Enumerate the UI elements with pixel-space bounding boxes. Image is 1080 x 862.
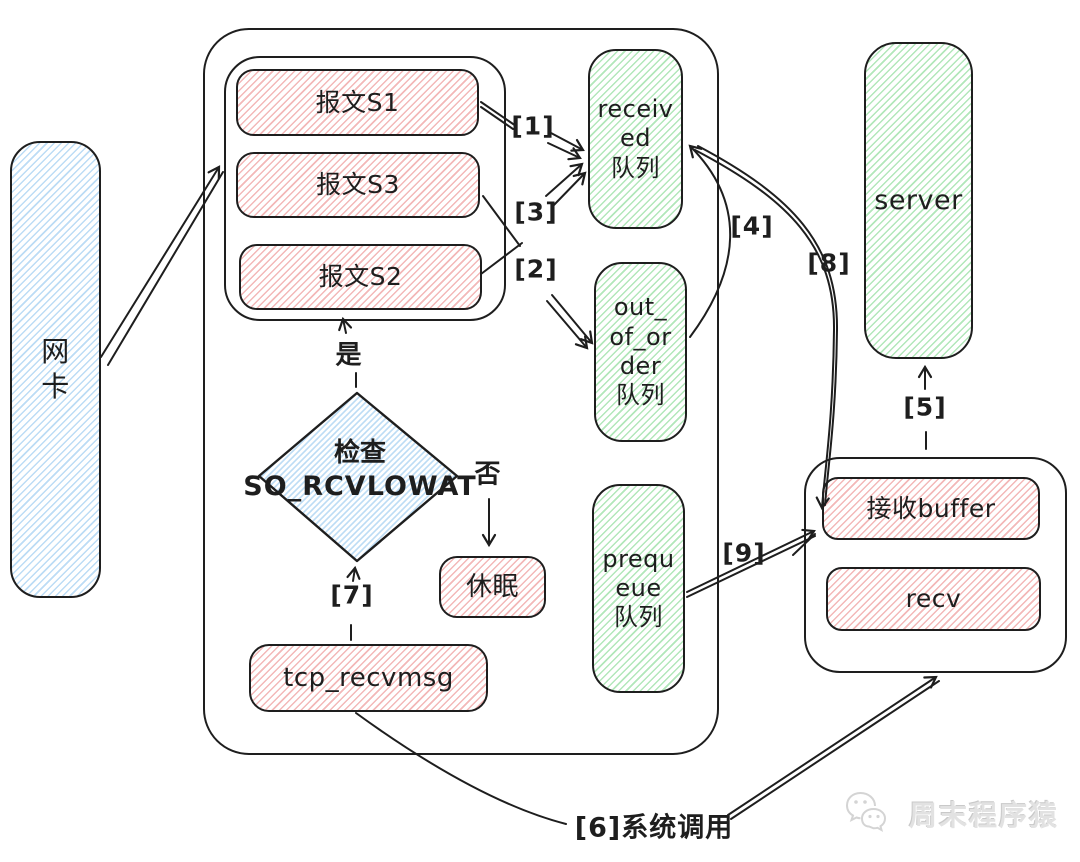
received-queue-line3: 队列 [611,153,660,182]
prequeue-line1: prequ [602,544,675,573]
step4-label: [4] [730,211,774,241]
ooo-queue-line3: der [619,352,662,380]
step9-label: [9] [722,538,766,568]
packet-s1: 报文S1 [236,69,479,136]
received-queue-line1: receiv [597,95,674,124]
sleep-label: 休眠 [465,571,519,602]
check-node-label: 检查 SO_RCVLOWAT [243,437,476,503]
tcp-recvmsg-label: tcp_recvmsg [283,662,454,693]
arrow-step3-s3-s2-to-received [480,162,587,275]
step3-label: [3] [514,197,558,227]
step1-label: [1] [511,111,555,141]
watermark: 周末程序猿 [845,790,1059,838]
yes-label: 是 [335,340,363,371]
recv-label: recv [905,584,962,614]
arrow-step9-prequeue-to-buffer [686,528,816,598]
wechat-icon [845,791,887,832]
recv-buffer-label: 接收buffer [866,493,996,523]
recv-node: recv [826,567,1041,631]
step5-label: [5] [903,392,947,422]
arrow-nic-to-packets [100,165,224,366]
packet-s3-label: 报文S3 [316,170,400,200]
packet-s2-label: 报文S2 [318,262,403,292]
received-queue-line2: ed [620,124,651,153]
server-node: server [864,42,973,359]
ooo-queue-line1: out_ [613,293,668,322]
sleep-node: 休眠 [439,556,546,618]
recv-buffer-node: 接收buffer [822,477,1040,540]
tcp-recvmsg-node: tcp_recvmsg [249,644,488,712]
arrow-step5-buffer-to-server [917,364,933,450]
arrow-step4-ooo-to-received [688,144,732,338]
check-label-line2: SO_RCVLOWAT [243,470,477,502]
arrow-step7-tcprecvmsg-to-check [346,565,361,641]
packet-s3: 报文S3 [236,152,480,218]
prequeue-line3: 队列 [614,603,663,632]
arrow-step1-s1-to-received [480,101,585,161]
step7-label: [7] [330,580,374,610]
prequeue-line2: eue [615,573,662,602]
arrow-step8-received-to-buffer [694,145,839,511]
check-diamond [257,391,459,563]
out-of-order-queue: out_ of_or der 队列 [594,262,687,442]
received-queue: receiv ed 队列 [588,49,683,229]
check-label-line1: 检查 [333,437,387,468]
no-label: 否 [474,459,502,490]
ooo-queue-line2: of_or [609,322,672,351]
line-tcprecvmsg-to-step6 [355,712,567,825]
nic-label-line1: 网 [41,335,70,369]
packet-s1-label: 报文S1 [315,87,400,117]
nic-node: 网 卡 [10,141,101,598]
packet-s2: 报文S2 [239,244,482,310]
arrow-step6-to-user-container [727,675,940,820]
ooo-queue-line4: 队列 [616,381,665,410]
watermark-text: 周末程序猿 [909,799,1060,832]
step2-label: [2] [514,254,558,284]
prequeue: prequ eue 队列 [592,484,685,693]
arrow-step2-to-out-of-order [546,294,594,350]
arrow-yes-check-to-packets [338,316,357,388]
step6-label: [6]系统调用 [574,812,734,844]
server-label: server [874,184,963,216]
step8-label: [8] [807,248,851,278]
nic-label-line2: 卡 [41,369,70,403]
